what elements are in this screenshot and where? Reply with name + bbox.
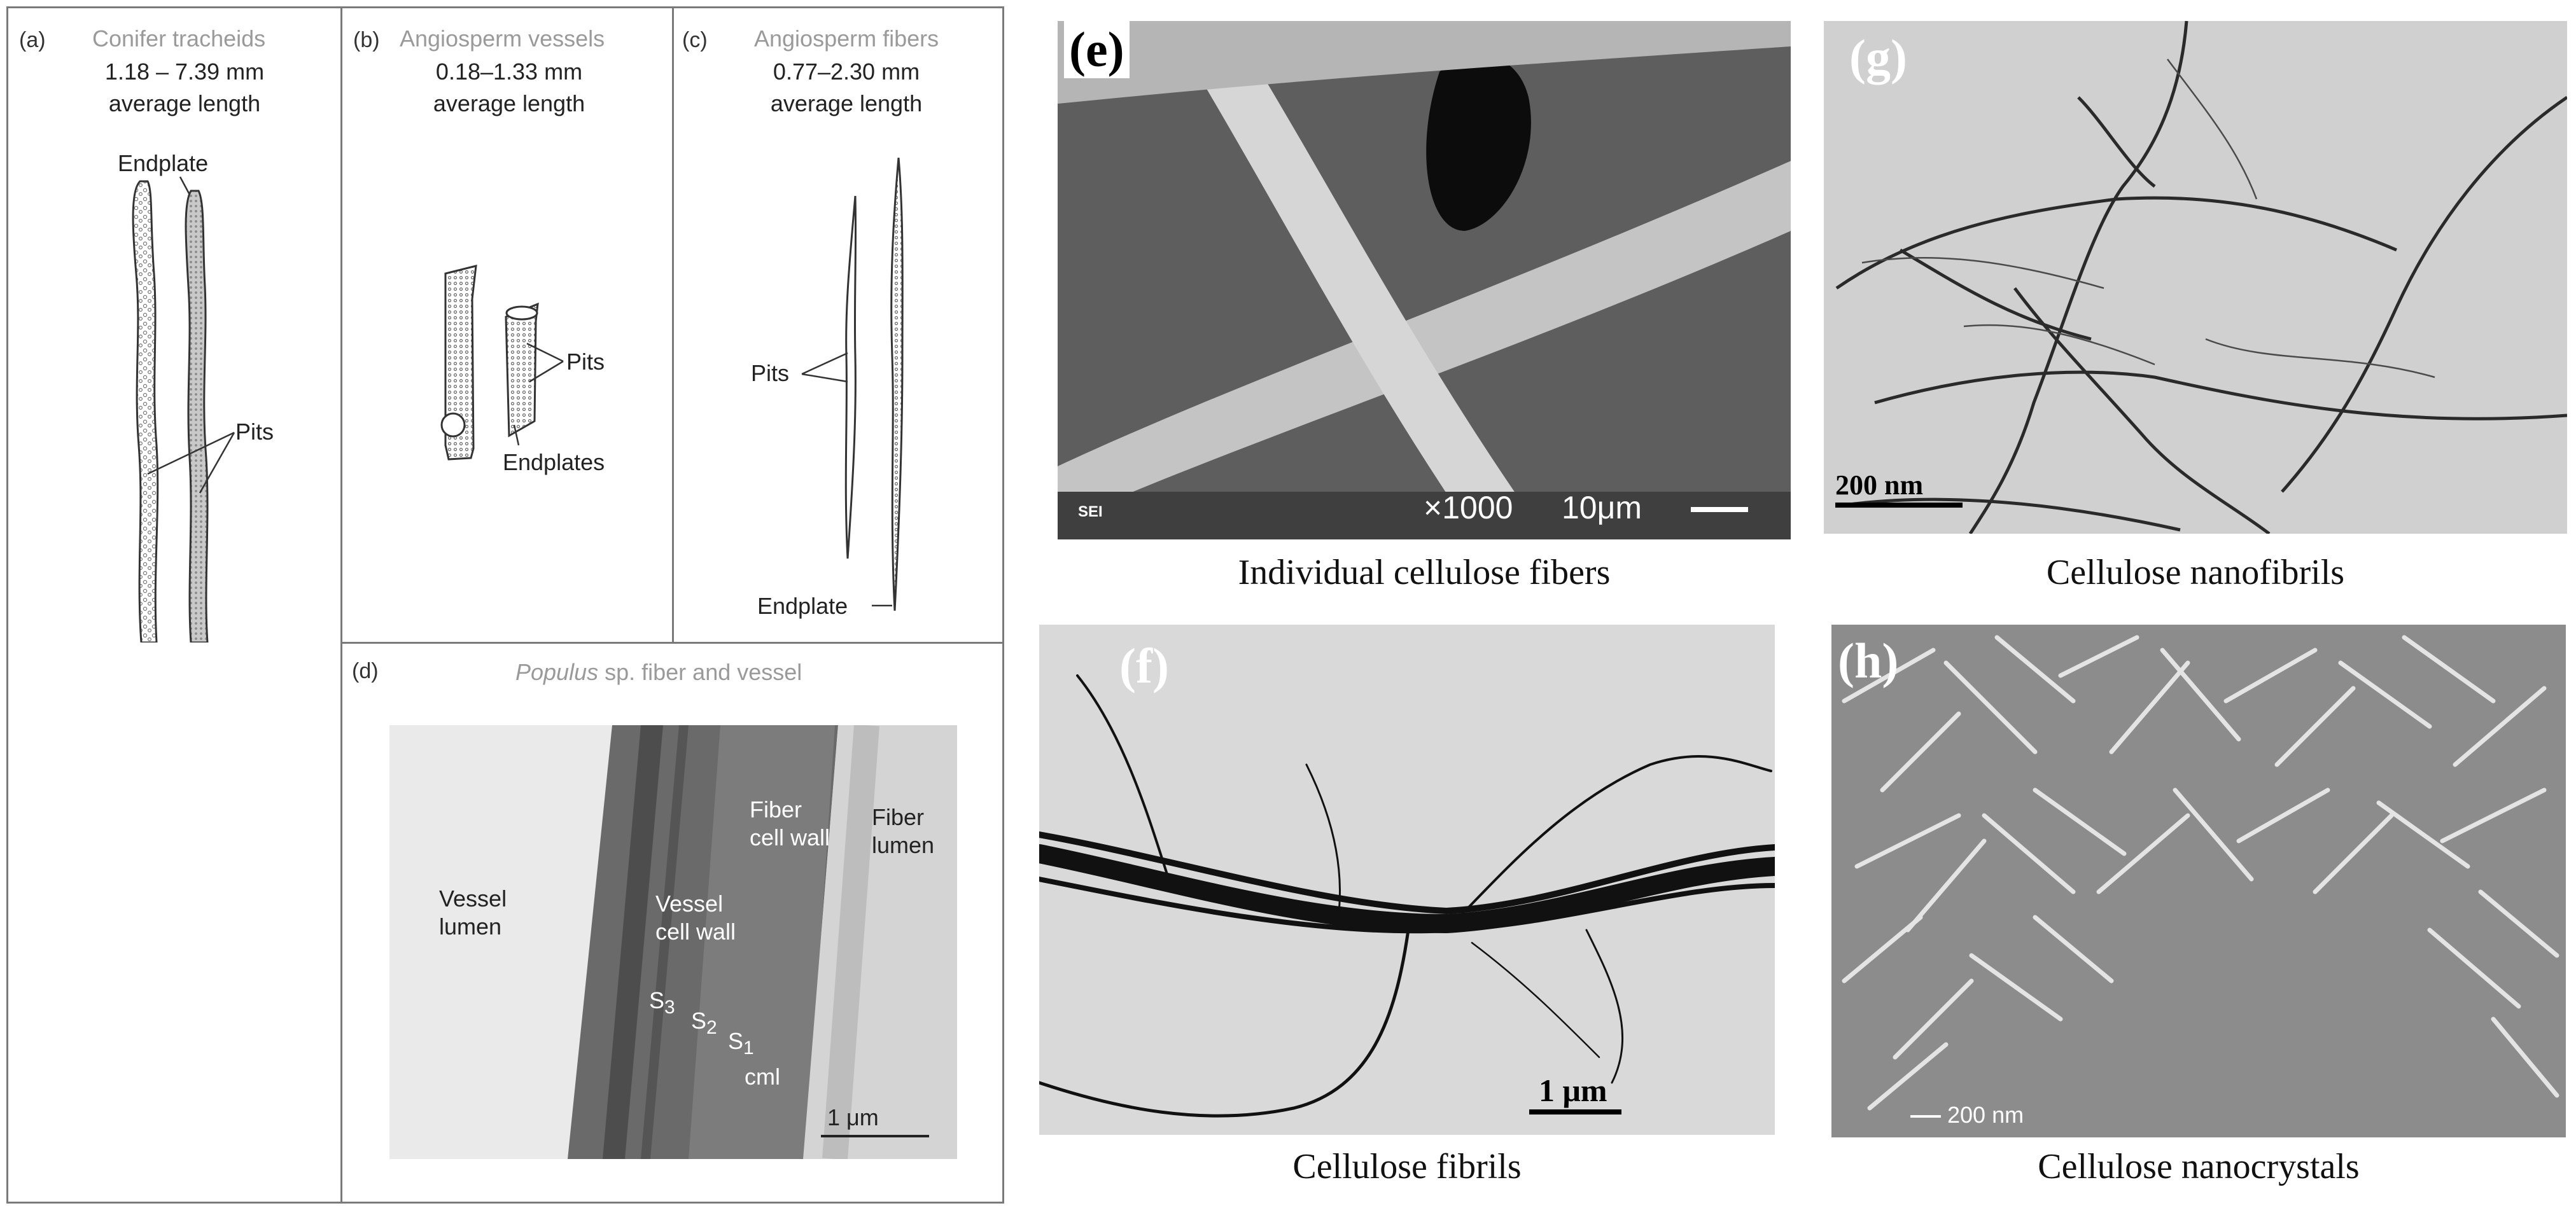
layer-s1-letter: S: [728, 1028, 744, 1054]
cell-illustrations: [132, 157, 904, 642]
tracheid-1: [132, 180, 159, 642]
layer-s2-sub: 2: [706, 1017, 717, 1039]
panel-e-scale-label: 10μm: [1562, 490, 1642, 525]
vessel-element-1: [444, 265, 477, 461]
fiber-lumen-line2: lumen: [872, 832, 935, 858]
micrograph-g: (g) 200 nm: [1824, 21, 2567, 534]
layer-s3: S3: [649, 987, 675, 1018]
panel-a-letter: (a): [19, 28, 46, 52]
caption-h: Cellulose nanocrystals: [2038, 1147, 2360, 1186]
layer-cml: cml: [745, 1064, 780, 1090]
fiber-wall-line1: Fiber: [750, 796, 802, 823]
micrograph-f: (f) 1 μm: [1039, 625, 1775, 1135]
populus-micrograph: [389, 725, 957, 1159]
layer-s3-sub: 3: [664, 997, 675, 1018]
panel-e-scale-bar: [1691, 507, 1748, 512]
layer-s1-sub: 1: [743, 1038, 754, 1059]
panel-d-scale-bar: [821, 1135, 929, 1137]
panel-c-pits-label: Pits: [751, 360, 790, 386]
panel-f-scale-label: 1 μm: [1539, 1073, 1607, 1108]
panel-d-letter: (d): [352, 659, 379, 683]
panel-a-subtitle: average length: [108, 90, 261, 116]
panel-d-title: Populus sp. fiber and vessel: [515, 659, 802, 686]
caption-e: Individual cellulose fibers: [1238, 553, 1611, 592]
vessel-perforation: [440, 412, 466, 438]
panel-c-title: Angiosperm fibers: [754, 25, 939, 52]
panel-d-title-genus: Populus: [515, 659, 599, 685]
layer-s1: S1: [728, 1028, 754, 1059]
layer-s3-letter: S: [649, 987, 665, 1013]
fiber-1: [844, 195, 857, 559]
caption-g: Cellulose nanofibrils: [2046, 553, 2345, 592]
panel-h-scale-bar: [1910, 1115, 1941, 1118]
fiber-2: [890, 157, 904, 611]
fiber-lumen-line1: Fiber: [872, 804, 925, 830]
vessel-lumen-line1: Vessel: [439, 885, 507, 912]
panel-b-subtitle: average length: [433, 90, 585, 116]
tracheid-2: [185, 190, 209, 642]
panel-h-letter: (h): [1838, 633, 1899, 688]
panel-c-letter: (c): [682, 28, 708, 52]
panel-e-letter: (e): [1064, 21, 1130, 78]
panel-c-subtitle: average length: [770, 90, 923, 116]
layer-s2: S2: [691, 1008, 717, 1039]
panel-b-letter: (b): [353, 28, 380, 52]
vessel-wall-line2: cell wall: [655, 919, 736, 945]
panel-b-endplates-label: Endplates: [503, 449, 605, 475]
panel-c-range: 0.77–2.30 mm: [773, 59, 920, 85]
vessel-lumen-line2: lumen: [439, 913, 502, 940]
panel-h-scale-label: 200 nm: [1947, 1102, 2024, 1128]
panel-d-title-rest: sp. fiber and vessel: [598, 659, 802, 685]
vessel-wall-line1: Vessel: [655, 891, 724, 917]
micrograph-e: (e) SEI ×1000 10μm: [1058, 21, 1791, 539]
panel-b-title: Angiosperm vessels: [400, 25, 605, 52]
micrograph-h: (h) 200 nm: [1831, 625, 2566, 1137]
panel-c-endplate-label: Endplate: [757, 593, 848, 619]
panel-b-range: 0.18–1.33 mm: [435, 59, 583, 85]
panel-f-scale-bar: [1529, 1109, 1621, 1114]
fiber-wall-line2: cell wall: [750, 824, 830, 850]
panel-f-letter: (f): [1119, 638, 1169, 693]
panel-g-letter: (g): [1849, 29, 1907, 85]
panel-d-scale-label: 1 μm: [827, 1104, 879, 1130]
layer-s2-letter: S: [691, 1008, 707, 1034]
vessel-element-2: [505, 302, 539, 438]
panel-g-scale-label: 200 nm: [1835, 469, 1924, 501]
sei-label: SEI: [1078, 503, 1103, 520]
panel-e-magnification: ×1000: [1424, 490, 1513, 525]
panel-g-scale-bar: [1835, 503, 1963, 508]
panel-a-endplate-label: Endplate: [118, 150, 209, 176]
panel-a-pits-label: Pits: [235, 419, 274, 445]
panel-b-pits-label: Pits: [566, 349, 605, 375]
caption-f: Cellulose fibrils: [1292, 1147, 1522, 1186]
panel-a-range: 1.18 – 7.39 mm: [104, 59, 265, 85]
panel-a-box: [6, 6, 342, 1204]
panel-a-title: Conifer tracheids: [92, 25, 266, 52]
